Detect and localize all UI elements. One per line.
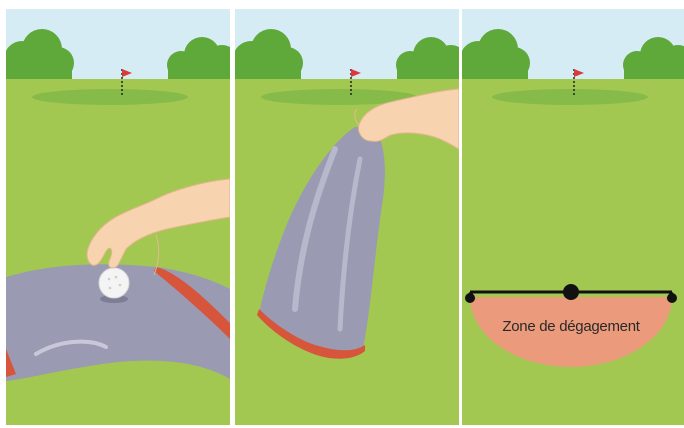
panel-3-scene: Zone de dégagement	[462, 9, 684, 425]
relief-zone-label: Zone de dégagement	[502, 318, 640, 335]
panel-place-ball	[6, 9, 230, 425]
golf-ball-icon	[99, 268, 129, 298]
putting-green	[32, 89, 188, 105]
ball-spot	[563, 284, 579, 300]
panel-drop-cloth	[235, 9, 459, 425]
panel-2-scene	[235, 9, 459, 425]
panel-1-scene	[6, 9, 230, 425]
panel-relief-area: Zone de dégagement	[462, 9, 684, 425]
putting-green	[492, 89, 648, 105]
fairway	[462, 79, 684, 425]
